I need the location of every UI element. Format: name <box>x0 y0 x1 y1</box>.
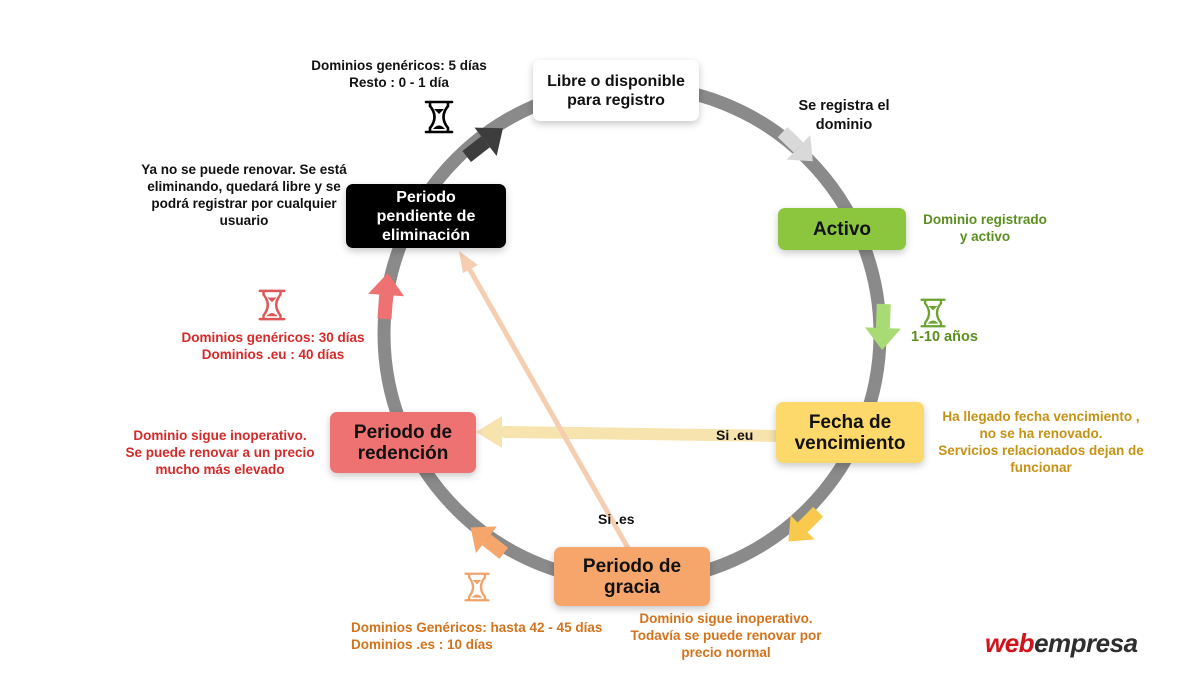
stage-gracia: Periodo de gracia <box>554 547 710 606</box>
logo-web: web <box>985 628 1035 658</box>
hourglass-icon <box>920 298 946 328</box>
note-eliminacion-desc: Ya no se puede renovar. Se está eliminan… <box>141 162 347 228</box>
arrow-to-gracia <box>788 506 824 542</box>
note-vencimiento-desc: Ha llegado fecha vencimiento , no se ha … <box>938 409 1144 475</box>
shortcut-eu-arrowhead <box>476 416 502 448</box>
stage-redencion: Periodo de redención <box>330 412 476 473</box>
arrow-registra <box>777 127 813 162</box>
shortcut-es-arrowhead <box>459 251 478 273</box>
stage-vencimiento: Fecha de vencimiento <box>776 402 924 463</box>
stage-activo: Activo <box>778 208 906 250</box>
hourglass-icon <box>464 572 490 602</box>
note-registra: Se registra el dominio <box>798 98 890 133</box>
stage-libre: Libre o disponible para registro <box>533 60 699 121</box>
arrow-to-eliminacion <box>368 273 405 320</box>
hourglass-icon <box>258 289 286 321</box>
label-si-eu: Si .eu <box>716 427 754 443</box>
hourglass-icon <box>424 100 454 134</box>
note-gracia-desc: Dominio sigue inoperativo. Todavía se pu… <box>630 611 822 660</box>
shortcut-eu-line <box>499 426 786 442</box>
note-gracia-duration: Dominios Genéricos: hasta 42 - 45 días D… <box>351 620 603 652</box>
arrow-activo-duration <box>864 303 901 350</box>
note-top-duration: Dominios genéricos: 5 días Resto : 0 - 1… <box>311 58 487 90</box>
arrow-to-redencion <box>470 526 509 559</box>
webempresa-logo: webempresa <box>985 628 1138 659</box>
note-activo-desc: Dominio registrado y activo <box>923 212 1047 244</box>
note-activo-duration: 1-10 años <box>911 329 978 345</box>
arrow-to-libre <box>462 127 503 163</box>
stage-eliminacion: Periodo pendiente de eliminación <box>346 184 506 248</box>
logo-empresa: empresa <box>1034 628 1138 658</box>
label-si-es: Si .es <box>598 511 635 527</box>
shortcut-es-line <box>467 267 635 558</box>
note-redencion-desc: Dominio sigue inoperativo. Se puede reno… <box>125 428 315 477</box>
note-redencion-duration: Dominios genéricos: 30 días Dominios .eu… <box>181 330 365 362</box>
